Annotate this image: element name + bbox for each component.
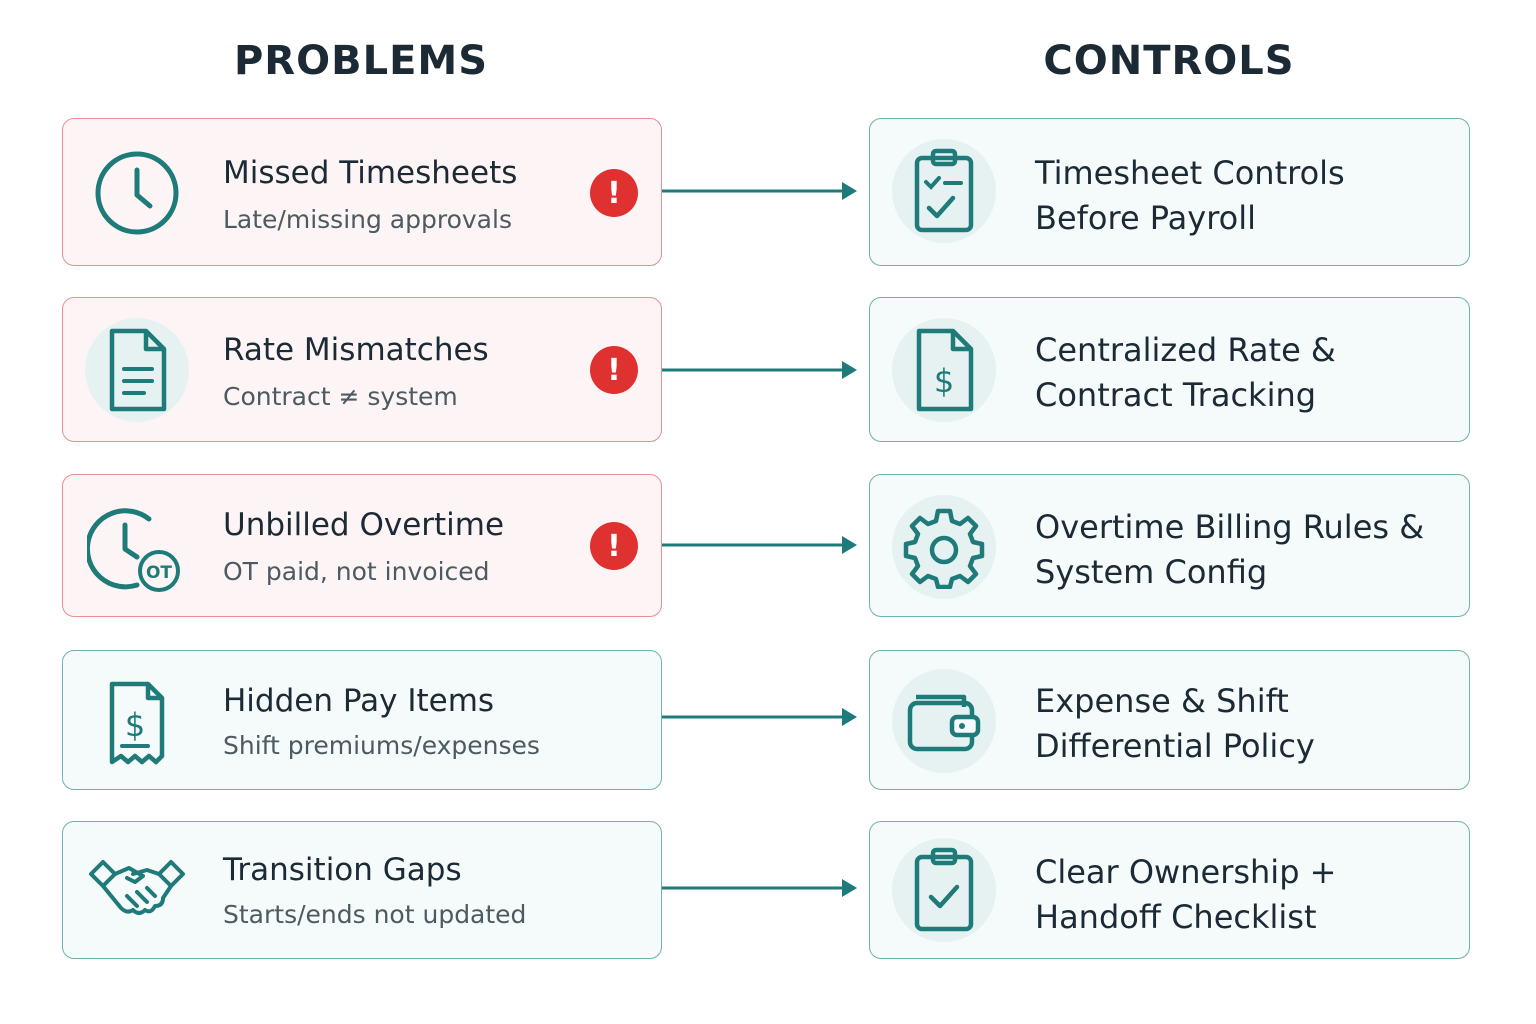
problem-title: Rate Mismatches — [223, 332, 489, 368]
control-text: Centralized Rate & Contract Tracking — [1035, 328, 1336, 418]
problem-subtitle: OT paid, not invoiced — [223, 557, 490, 586]
clipboard-check-icon — [892, 838, 996, 942]
problem-title: Unbilled Overtime — [223, 507, 505, 543]
controls-heading: CONTROLS — [1043, 38, 1295, 84]
problem-title: Missed Timesheets — [223, 155, 518, 191]
arrow-connector — [662, 879, 857, 897]
problem-card-rate-mismatches: Rate Mismatches Contract ≠ system ! — [62, 297, 662, 442]
problem-subtitle: Starts/ends not updated — [223, 900, 527, 929]
ot-badge: OT — [146, 563, 172, 583]
control-line-2: Differential Policy — [1035, 727, 1315, 765]
svg-text:$: $ — [125, 706, 145, 744]
control-text: Overtime Billing Rules & System Config — [1035, 505, 1424, 595]
control-line-2: Before Payroll — [1035, 199, 1257, 237]
clock-icon — [85, 141, 189, 245]
control-line-2: Handoff Checklist — [1035, 898, 1317, 936]
problem-card-missed-timesheets: Missed Timesheets Late/missing approvals… — [62, 118, 662, 266]
problem-subtitle: Shift premiums/expenses — [223, 731, 540, 760]
problem-card-transition-gaps: Transition Gaps Starts/ends not updated — [62, 821, 662, 959]
problems-heading: PROBLEMS — [233, 38, 489, 84]
svg-text:$: $ — [934, 362, 954, 400]
control-line-1: Centralized Rate & — [1035, 331, 1336, 369]
problem-title: Transition Gaps — [223, 852, 462, 888]
problem-subtitle: Contract ≠ system — [223, 382, 458, 411]
dollar-document-icon: $ — [892, 318, 996, 422]
arrow-connector — [662, 708, 857, 726]
control-card-handoff-checklist: Clear Ownership + Handoff Checklist — [869, 821, 1470, 959]
control-line-2: Contract Tracking — [1035, 376, 1317, 414]
wallet-icon — [892, 669, 996, 773]
control-line-1: Expense & Shift — [1035, 682, 1289, 720]
arrow-connector — [662, 182, 857, 200]
control-line-1: Clear Ownership + — [1035, 853, 1337, 891]
dollar-receipt-icon: $ — [85, 669, 189, 773]
control-card-timesheet-controls: Timesheet Controls Before Payroll — [869, 118, 1470, 266]
control-line-1: Overtime Billing Rules & — [1035, 508, 1425, 546]
control-line-2: System Config — [1035, 553, 1268, 591]
control-card-overtime-rules: Overtime Billing Rules & System Config — [869, 474, 1470, 617]
control-text: Clear Ownership + Handoff Checklist — [1035, 850, 1336, 940]
control-text: Expense & Shift Differential Policy — [1035, 679, 1315, 769]
clipboard-checklist-icon — [892, 139, 996, 243]
problem-subtitle: Late/missing approvals — [223, 205, 512, 234]
control-line-1: Timesheet Controls — [1035, 154, 1345, 192]
alert-icon: ! — [590, 346, 638, 394]
arrow-connector — [662, 361, 857, 379]
problem-card-hidden-pay-items: $ Hidden Pay Items Shift premiums/expens… — [62, 650, 662, 790]
gear-icon — [892, 495, 996, 599]
alert-icon: ! — [590, 522, 638, 570]
control-card-expense-policy: Expense & Shift Differential Policy — [869, 650, 1470, 790]
clock-overtime-icon: OT — [85, 495, 189, 599]
document-icon — [85, 318, 189, 422]
problem-card-unbilled-overtime: OT Unbilled Overtime OT paid, not invoic… — [62, 474, 662, 617]
problem-title: Hidden Pay Items — [223, 683, 495, 719]
arrow-connector — [662, 536, 857, 554]
alert-icon: ! — [590, 169, 638, 217]
control-card-rate-tracking: $ Centralized Rate & Contract Tracking — [869, 297, 1470, 442]
control-text: Timesheet Controls Before Payroll — [1035, 151, 1345, 241]
handshake-icon — [85, 838, 189, 942]
